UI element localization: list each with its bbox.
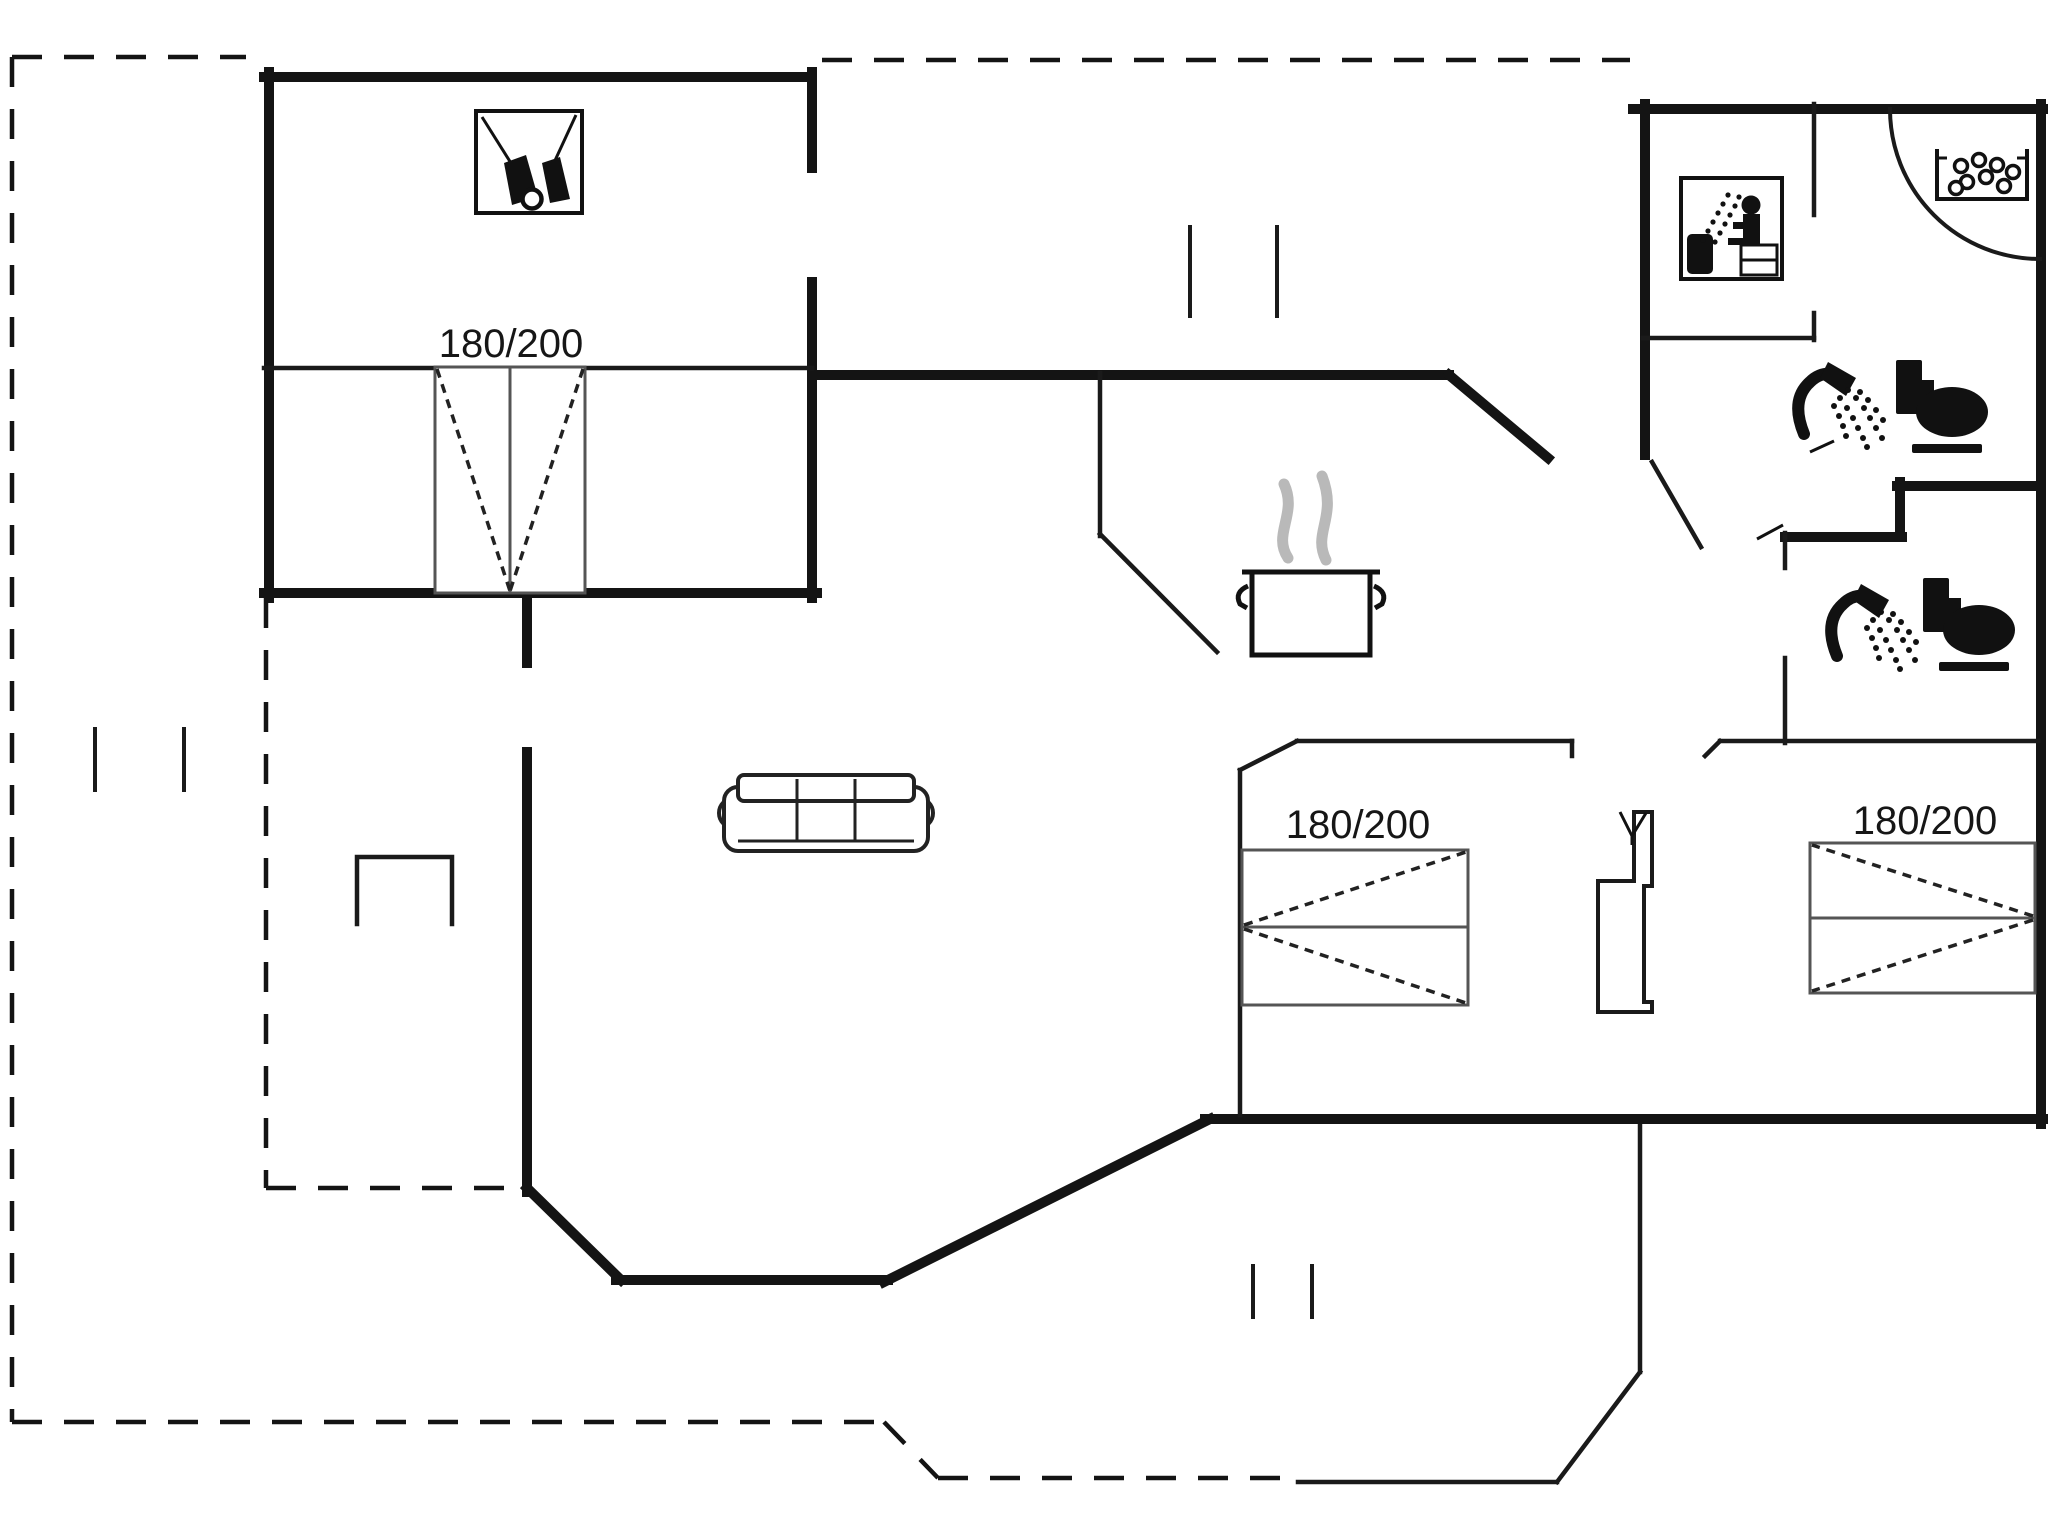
whirlpool-icon xyxy=(1935,149,2029,201)
annex-bedroom: 180/200 xyxy=(433,109,587,595)
terrace-solid-edge xyxy=(1295,1117,1644,1486)
terrace-dashed-boundary xyxy=(9,54,1630,1481)
sauna-room xyxy=(1679,176,1784,281)
interior-walls xyxy=(261,101,2041,1118)
shower-icon xyxy=(1792,362,1886,450)
right-bedroom: 180/200 xyxy=(1808,799,2037,995)
entrance-door-leaf xyxy=(1648,458,1705,551)
double-bed xyxy=(1240,848,1470,1007)
bed-size-label: 180/200 xyxy=(1286,803,1431,847)
shower-icon xyxy=(1825,584,1919,672)
lower-bathroom xyxy=(1825,578,2015,672)
bed-size-label: 180/200 xyxy=(1853,799,1998,843)
bed-size-label: 180/200 xyxy=(439,322,584,366)
window-marks xyxy=(93,225,1314,1319)
double-bed xyxy=(1808,841,2037,995)
cooking-pot-icon xyxy=(1235,470,1387,658)
upper-bathroom xyxy=(1792,149,2029,453)
sofa xyxy=(717,773,935,853)
kitchen xyxy=(1235,470,1387,658)
sauna-steam-dots xyxy=(1700,192,1742,245)
door-swing-arc xyxy=(1887,106,2043,262)
toilet-icon xyxy=(1896,360,1988,453)
toilet-icon xyxy=(1923,578,2015,671)
terrace-bench xyxy=(354,854,455,927)
sauna-person xyxy=(1728,195,1761,245)
utility-tools-icon xyxy=(474,109,584,215)
chimney xyxy=(1596,810,1654,1014)
bathroom-door-leaf xyxy=(1756,439,1835,541)
exterior-walls xyxy=(259,67,2048,1289)
chimney-vent-icon xyxy=(1618,811,1648,845)
double-bed xyxy=(433,365,587,595)
sauna-icon xyxy=(1679,176,1784,281)
middle-bedroom: 180/200 xyxy=(1240,803,1470,1007)
